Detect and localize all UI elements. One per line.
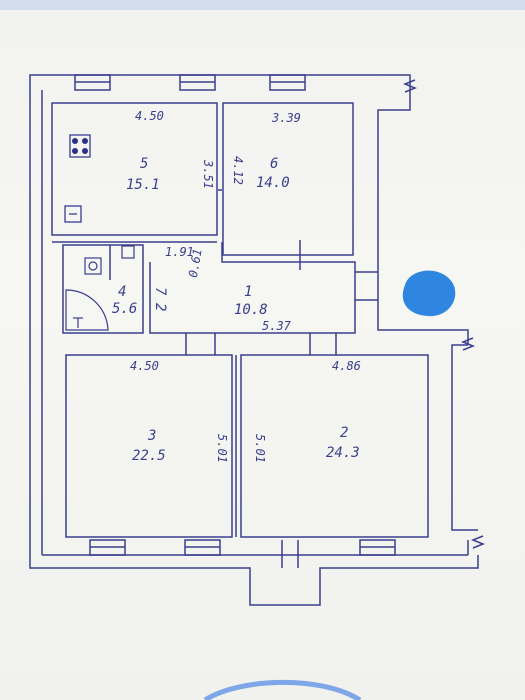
room5-area: 15.1 — [126, 177, 160, 193]
room1-side-b: 0.61 — [186, 248, 205, 279]
room3-height: 5.01 — [215, 434, 229, 463]
room7-area: 2 — [152, 303, 168, 311]
room3-area: 22.5 — [132, 448, 166, 464]
room6-height: 4.12 — [231, 156, 245, 185]
room4-area: 5.6 — [112, 301, 137, 317]
top-edge — [0, 0, 525, 10]
room1-side-a: 1.91 — [165, 245, 194, 259]
washbasin-icon — [121, 245, 135, 259]
room1-number: 1 — [244, 284, 252, 300]
blue-blob — [402, 270, 456, 317]
room2-area: 24.3 — [326, 445, 360, 461]
toilet-icon — [84, 257, 102, 275]
room7-number: 7 — [152, 287, 168, 296]
stove-icon — [69, 134, 91, 158]
room3-width: 4.50 — [130, 359, 159, 373]
room6-number: 6 — [270, 156, 278, 172]
room5-number: 5 — [140, 156, 148, 172]
room5-height: 3.51 — [201, 159, 215, 189]
sink-icon — [64, 205, 82, 223]
room2-number: 2 — [340, 425, 348, 441]
room5-width: 4.50 — [135, 109, 164, 123]
room4-number: 4 — [118, 284, 126, 300]
room2-height: 5.01 — [253, 434, 267, 463]
room3-number: 3 — [147, 428, 156, 444]
stamp-seal — [203, 679, 362, 700]
room1-width: 5.37 — [262, 319, 292, 333]
room1-area: 10.8 — [234, 302, 268, 318]
room6-width: 3.39 — [271, 111, 301, 125]
room2-width: 4.86 — [332, 359, 361, 373]
room6-area: 14.0 — [256, 175, 290, 191]
bathtub-icon — [65, 289, 109, 331]
walls — [29, 74, 486, 606]
